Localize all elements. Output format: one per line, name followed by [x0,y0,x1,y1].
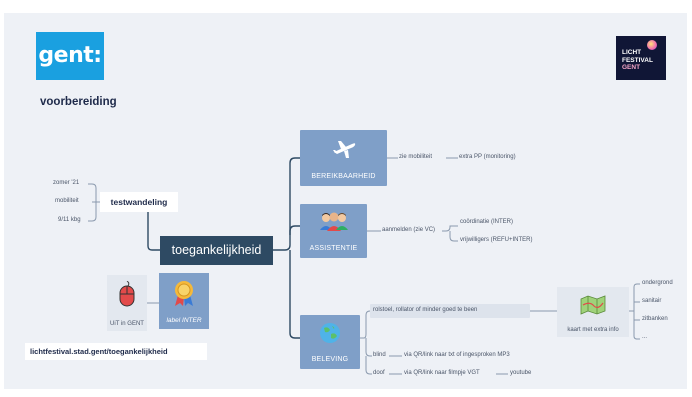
doof-detail-text: via QR/link naar filmpje VGT [404,370,480,376]
logo-line-2: FESTIVAL [622,56,653,64]
label-inter-label: label INTER [166,317,202,324]
youtube-text: youtube [510,370,532,376]
url-link[interactable]: lichtfestival.stad.gent/toegankelijkheid [25,343,207,360]
airplane-icon [332,141,355,158]
rolstoel-text: rolstoel, rollator of minder goed te bee… [373,307,478,313]
rolstoel-bar [370,304,530,318]
doof-text: doof [373,370,385,376]
kaart-label: kaart met extra info [567,327,619,333]
assistentie-label: ASSISTENTIE [309,245,358,252]
vrijwilligers-text: vrijwilligers (REFU+INTER) [460,237,533,243]
blind-detail-text: via QR/link naar txt of ingesproken MP3 [404,352,510,358]
medal-icon [175,281,193,306]
people-icon [319,212,348,231]
extra-pp-text: extra PP (monitoring) [459,154,516,160]
beleving-node: BELEVING [300,315,360,369]
blind-text: blind [373,352,386,358]
coordinatie-text: coördinatie (INTER) [460,219,514,225]
kaart-item-zitbanken: zitbanken [642,316,668,322]
assistentie-node: ASSISTENTIE [300,204,367,258]
kaart-node: kaart met extra info [557,287,629,337]
aanmelden-text: aanmelden (zie VC) [382,227,436,233]
testwandeling-item-kbg: 9/11 kbg [58,217,81,223]
kaart-item-sanitair: sanitair [642,298,662,304]
lichtfestival-logo: LICHT FESTIVAL GENT [616,36,666,80]
logo-orb-icon [647,40,657,50]
bereikbaarheid-label: BEREIKBAARHEID [311,173,376,180]
bereikbaarheid-node: BEREIKBAARHEID [300,130,387,186]
testwandeling-node: testwandeling [100,192,178,212]
logo-line-3: GENT [622,64,641,71]
label-inter-node: label INTER [159,273,209,329]
beleving-label: BELEVING [311,356,349,363]
kaart-item-more: ... [642,334,648,340]
central-node: toegankelijkheid [160,236,273,265]
logo-line-1: LICHT [622,49,642,56]
testwandeling-item-mobiliteit: mobiliteit [55,198,79,204]
uit-in-gent-node: UiT in GENT [107,275,147,331]
gent-logo: gent: [36,32,104,80]
testwandeling-item-zomer: zomer '21 [53,180,80,186]
globe-icon [320,323,340,343]
kaart-item-ondergrond: ondergrond [642,280,673,286]
mouse-icon [119,281,135,307]
page-title: voorbereiding [40,96,117,108]
zie-mobiliteit-text: zie mobiliteit [399,154,433,160]
uit-in-gent-label: UiT in GENT [110,321,144,327]
map-icon [580,295,606,315]
